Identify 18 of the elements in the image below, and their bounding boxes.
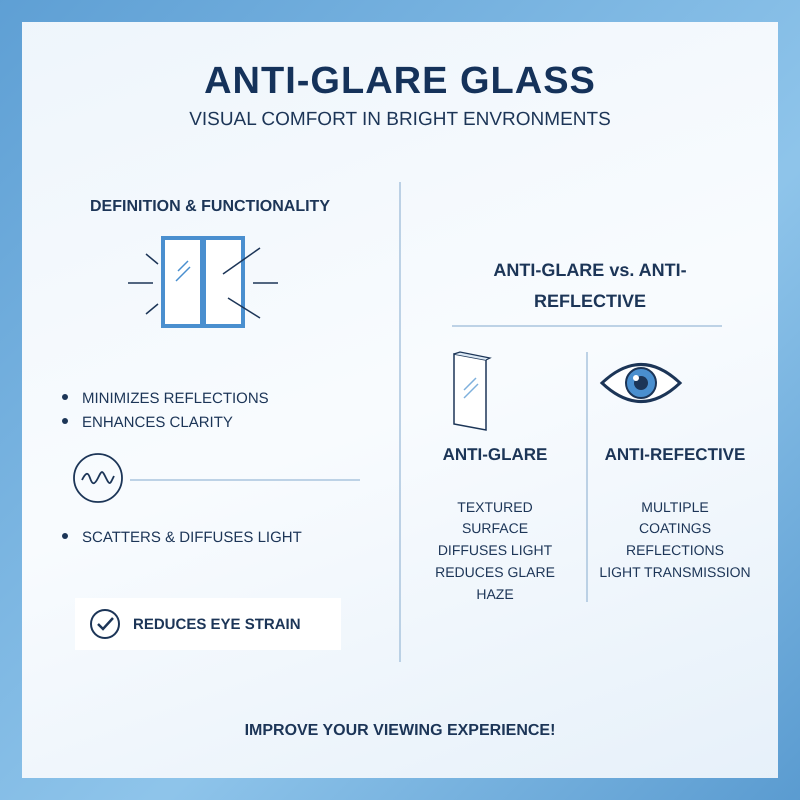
column-heading: ANTI-GLARE [442,444,548,466]
feature-text: HAZE [475,585,515,604]
footer-text: IMPROVE YOUR VIEWING EXPERIENCE! [244,722,556,740]
bullet-item: ENHANCES CLARITY [60,412,233,434]
bullet-item: MINIMIZES REFLECTIONS [60,388,269,410]
feature-text: MULTIPLE COATINGS [638,498,712,538]
column-heading: ANTI-REFECTIVE [604,444,746,466]
callout-box: REDUCES EYE STRAIN [75,598,341,650]
feature-text: LIGHT TRANSMISSION [598,563,752,582]
bullet-item: SCATTERS & DIFFUSES LIGHT [60,527,302,550]
title: ANTI-GLARE GLASS [203,60,597,103]
feature-text: REDUCES GLARE [434,563,556,582]
section-heading: DEFINITION & FUNCTIONALITY [89,197,331,217]
feature-text: DIFFUSES LIGHT [436,541,554,560]
section-heading: ANTI-GLARE vs. ANTI-REFLECTIVE [492,259,688,313]
feature-text: REFLECTIONS [624,541,725,560]
subtitle: VISUAL COMFORT IN BRIGHT ENVRONMENTS [188,108,612,132]
feature-text: TEXTURED SURFACE [456,498,534,538]
